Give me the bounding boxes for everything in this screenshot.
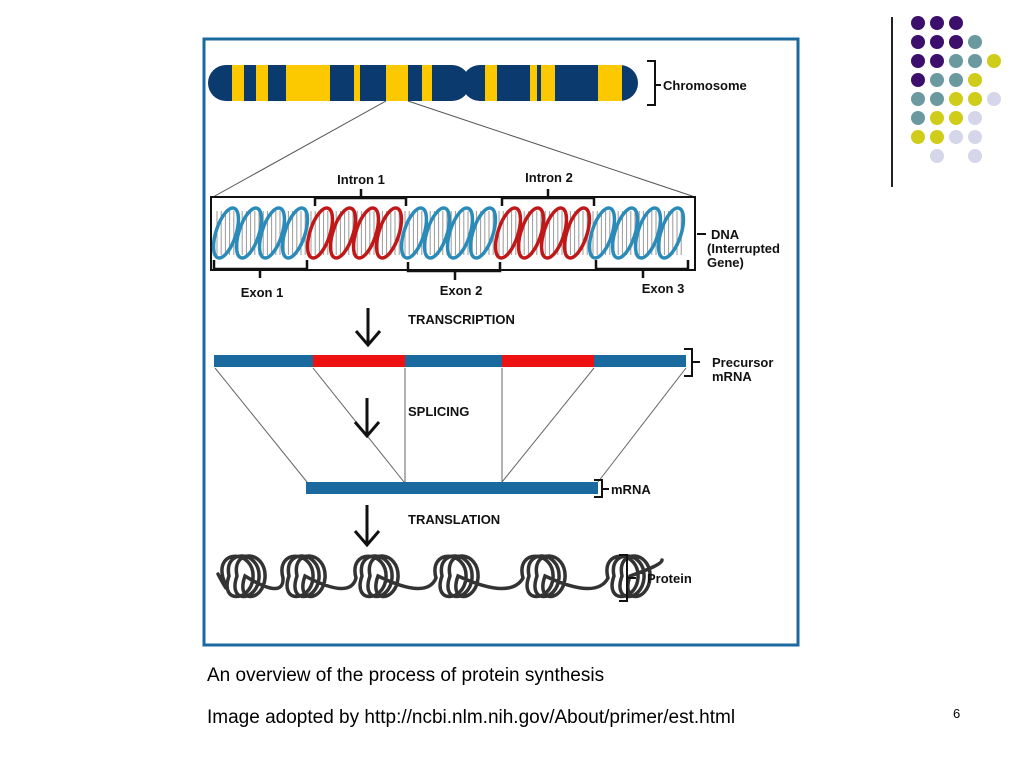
- decorative-dot: [968, 73, 982, 87]
- precursor-exon-segment: [214, 355, 313, 367]
- precursor-label-line1: Precursor: [712, 355, 773, 370]
- decorative-dot: [911, 73, 925, 87]
- decorative-dot: [911, 111, 925, 125]
- protein-label: Protein: [647, 571, 692, 586]
- dna-segment-exon: [211, 206, 310, 260]
- chromosome-band: [530, 65, 537, 101]
- splicing-arrow-icon: [353, 398, 381, 439]
- decorative-dot: [930, 16, 944, 30]
- dna-label-line1: DNA: [711, 227, 740, 242]
- decorative-dot: [968, 149, 982, 163]
- precursor-exon-segment: [594, 355, 686, 367]
- decorative-dot: [949, 54, 963, 68]
- dna-label-line2: (Interrupted: [707, 241, 780, 256]
- translation-arrow-icon: [353, 505, 381, 548]
- chromosome-band: [537, 65, 541, 101]
- decorative-dot: [930, 54, 944, 68]
- precursor-intron-segment: [502, 355, 594, 367]
- transcription-label: TRANSCRIPTION: [408, 312, 515, 327]
- decorative-dot: [949, 35, 963, 49]
- chromosome-band: [408, 65, 422, 101]
- decorative-dot: [968, 130, 982, 144]
- chromosome-band: [244, 65, 256, 101]
- decorative-dot: [930, 111, 944, 125]
- decorative-dot: [987, 54, 1001, 68]
- dna-segment-exon: [399, 206, 498, 260]
- chromosome-band: [622, 65, 638, 101]
- exon2-label: Exon 2: [440, 283, 483, 298]
- diagram-frame: [202, 37, 800, 647]
- dna-label-line3: Gene): [707, 255, 744, 270]
- intron2-label: Intron 2: [525, 170, 573, 185]
- zoom-line-left: [212, 100, 387, 198]
- chromosome-band: [256, 65, 268, 101]
- chromosome-band: [268, 65, 286, 101]
- translation-label: TRANSLATION: [408, 512, 500, 527]
- chromosome-bracket: [647, 60, 656, 106]
- chromosome-band: [555, 65, 598, 101]
- dna-segment-exon: [587, 206, 686, 260]
- decorative-dot: [911, 54, 925, 68]
- precursor-intron-segment: [313, 355, 405, 367]
- mrna-label: mRNA: [611, 482, 651, 497]
- chromosome-band: [232, 65, 244, 101]
- chromosome-band: [286, 65, 330, 101]
- decorative-dot: [949, 111, 963, 125]
- chromosome-label: Chromosome: [663, 78, 747, 93]
- decorative-dot: [987, 92, 1001, 106]
- page-number: 6: [953, 706, 961, 721]
- decorative-dot: [968, 111, 982, 125]
- decorative-dot: [949, 130, 963, 144]
- decorative-dot: [930, 149, 944, 163]
- decorative-dot: [911, 130, 925, 144]
- decorative-dot-grid: [911, 16, 1001, 163]
- decorative-dot: [968, 54, 982, 68]
- decorative-dot: [930, 130, 944, 144]
- decorative-dot: [911, 92, 925, 106]
- decorative-dot: [911, 35, 925, 49]
- dna-segment-intron: [493, 206, 592, 260]
- chromosome-band: [330, 65, 354, 101]
- chromosome-band: [354, 65, 360, 101]
- chromosome-band: [360, 65, 386, 101]
- decorative-dot: [949, 92, 963, 106]
- intron1-label: Intron 1: [337, 172, 385, 187]
- decorative-dot: [930, 92, 944, 106]
- chromosome-band: [386, 65, 408, 101]
- exon1-label: Exon 1: [241, 285, 284, 300]
- precursor-exon-segment: [405, 355, 502, 367]
- mrna-bar: [306, 482, 598, 494]
- chromosome-band: [541, 65, 555, 101]
- caption-title: An overview of the process of protein sy…: [207, 665, 605, 686]
- zoom-line-right: [407, 100, 696, 198]
- precursor-label-line2: mRNA: [712, 369, 752, 384]
- chromosome-band: [422, 65, 432, 101]
- chromosome-band: [462, 65, 485, 101]
- decorative-divider: [891, 17, 893, 187]
- decorative-dot: [930, 35, 944, 49]
- decorative-dot: [949, 16, 963, 30]
- protein-chain: [216, 554, 664, 599]
- decorative-dot: [911, 16, 925, 30]
- decorative-dot: [949, 73, 963, 87]
- exon3-label: Exon 3: [642, 281, 685, 296]
- chromosome-band: [497, 65, 530, 101]
- transcription-arrow-icon: [354, 308, 382, 348]
- chromosome-band: [485, 65, 497, 101]
- dna-segment-intron: [305, 206, 404, 260]
- decorative-dot: [930, 73, 944, 87]
- chromosome: [208, 65, 638, 101]
- chromosome-band: [598, 65, 622, 101]
- decorative-dot: [968, 35, 982, 49]
- precursor-mrna-bar: [214, 355, 686, 367]
- splicing-label: SPLICING: [408, 404, 469, 419]
- decorative-dot: [968, 92, 982, 106]
- dna-helix: [211, 206, 686, 260]
- caption-source: Image adopted by http://ncbi.nlm.nih.gov…: [207, 707, 736, 728]
- protein-polypeptide: [216, 554, 664, 599]
